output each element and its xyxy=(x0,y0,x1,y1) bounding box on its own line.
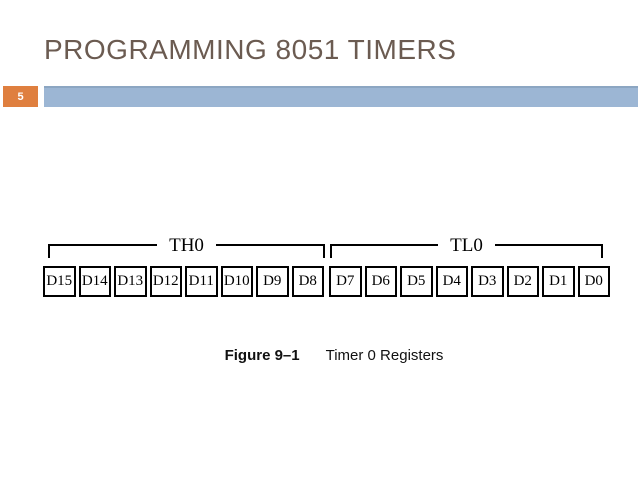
slide-title: PROGRAMMING 8051 TIMERS xyxy=(44,34,457,65)
bit-cell-d1: D1 xyxy=(542,266,575,297)
th0-bracket-line-left xyxy=(48,244,158,246)
bit-cell-d0: D0 xyxy=(577,266,610,297)
tl0-bracket-line-left xyxy=(330,244,439,246)
th0-bracket-line-right xyxy=(215,244,326,246)
bit-cell-d14: D14 xyxy=(78,266,111,297)
bit-cell-d8: D8 xyxy=(291,266,324,297)
figure-caption: Figure 9–1 Timer 0 Registers xyxy=(30,347,638,364)
tl0-register-label: TL0 xyxy=(450,234,483,256)
bit-cell-d7: D7 xyxy=(329,266,362,297)
tl0-bit-group: D7 D6 D5 D4 D3 D2 D1 D0 xyxy=(329,266,610,297)
tl0-bracket: TL0 xyxy=(330,234,603,258)
bit-cell-d10: D10 xyxy=(220,266,253,297)
th0-bit-group: D15 D14 D13 D12 D11 D10 D9 D8 xyxy=(43,266,324,297)
page-number-badge: 5 xyxy=(3,86,38,107)
tl0-bracket-line-right xyxy=(494,244,603,246)
bit-cell-d11: D11 xyxy=(185,266,218,297)
bit-cell-d13: D13 xyxy=(114,266,147,297)
header-accent-bar xyxy=(44,86,638,107)
bit-cell-d2: D2 xyxy=(506,266,539,297)
th0-bracket-left-tick xyxy=(48,244,50,258)
th0-register-label: TH0 xyxy=(169,234,204,256)
th0-bracket-right-tick xyxy=(323,244,325,258)
timer0-register-row: D15 D14 D13 D12 D11 D10 D9 D8 D7 D6 D5 D… xyxy=(43,266,610,297)
bit-cell-d3: D3 xyxy=(471,266,504,297)
tl0-bracket-right-tick xyxy=(601,244,603,258)
figure-caption-text: Timer 0 Registers xyxy=(325,347,444,364)
th0-bracket: TH0 xyxy=(48,234,326,258)
bit-cell-d15: D15 xyxy=(43,266,76,297)
bit-cell-d9: D9 xyxy=(256,266,289,297)
tl0-bracket-left-tick xyxy=(330,244,332,258)
bit-cell-d4: D4 xyxy=(435,266,468,297)
bit-cell-d5: D5 xyxy=(400,266,433,297)
bit-cell-d12: D12 xyxy=(149,266,182,297)
bit-cell-d6: D6 xyxy=(364,266,397,297)
figure-caption-label: Figure 9–1 xyxy=(224,347,300,364)
